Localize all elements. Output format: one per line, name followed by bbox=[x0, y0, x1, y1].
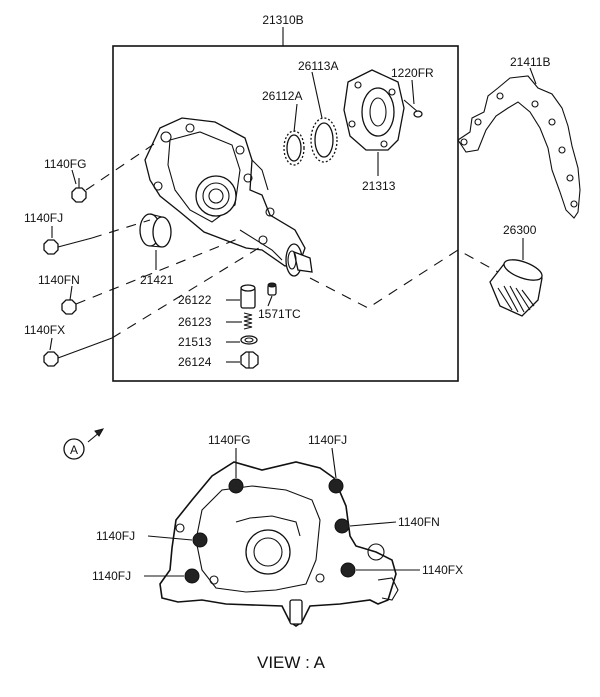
bolt-1140FN bbox=[61, 237, 241, 315]
view-a-pump-front bbox=[159, 461, 399, 627]
label-21313: 21313 bbox=[362, 179, 396, 193]
spring-26123 bbox=[243, 312, 253, 330]
label-21310B: 21310B bbox=[262, 13, 303, 27]
bolt-1140FX bbox=[43, 245, 263, 367]
label-26123: 26123 bbox=[178, 315, 212, 329]
label-21513: 21513 bbox=[178, 335, 212, 349]
oil-pump-housing bbox=[144, 117, 313, 277]
label-1140FG: 1140FG bbox=[44, 157, 86, 171]
plug-washer-1571TC bbox=[267, 282, 277, 296]
label-1140FX: 1140FX bbox=[24, 323, 65, 337]
cover-plate-21313 bbox=[343, 69, 405, 151]
label-26112A: 26112A bbox=[262, 89, 302, 103]
view-label-1140FG: 1140FG bbox=[208, 433, 250, 447]
view-marker: A bbox=[63, 428, 105, 460]
label-21411B: 21411B bbox=[510, 55, 550, 69]
view-title: VIEW : A bbox=[257, 653, 326, 672]
label-26113A: 26113A bbox=[298, 59, 338, 73]
relief-plunger-26122 bbox=[240, 284, 256, 309]
label-26124: 26124 bbox=[178, 355, 212, 369]
label-1140FJ: 1140FJ bbox=[24, 211, 63, 225]
label-1220FR: 1220FR bbox=[391, 66, 434, 80]
plug-26124 bbox=[240, 351, 259, 369]
label-26122: 26122 bbox=[178, 293, 212, 307]
view-label-1140FJ-top-right: 1140FJ bbox=[308, 433, 347, 447]
sprocket-26113A bbox=[310, 117, 338, 163]
gasket-21411B bbox=[457, 75, 581, 219]
oil-seal-21421 bbox=[139, 213, 172, 248]
oil-filter-26300 bbox=[489, 259, 543, 317]
view-label-1140FN: 1140FN bbox=[398, 515, 440, 529]
label-26300: 26300 bbox=[503, 223, 537, 237]
bolt-1140FG bbox=[71, 139, 161, 203]
view-label-1140FJ-left: 1140FJ bbox=[96, 529, 135, 543]
label-1571TC: 1571TC bbox=[258, 307, 301, 321]
label-1140FN: 1140FN bbox=[38, 273, 80, 287]
assembly-frame bbox=[112, 45, 459, 382]
screw-1220FR bbox=[403, 99, 423, 118]
view-label-1140FX: 1140FX bbox=[422, 563, 463, 577]
label-21421: 21421 bbox=[140, 273, 174, 287]
washer-21513 bbox=[240, 335, 258, 345]
sprocket-26112A bbox=[283, 130, 305, 166]
bolt-1140FJ bbox=[43, 219, 151, 255]
view-label-1140FJ-bottom: 1140FJ bbox=[92, 569, 131, 583]
view-marker-letter: A bbox=[70, 443, 78, 457]
